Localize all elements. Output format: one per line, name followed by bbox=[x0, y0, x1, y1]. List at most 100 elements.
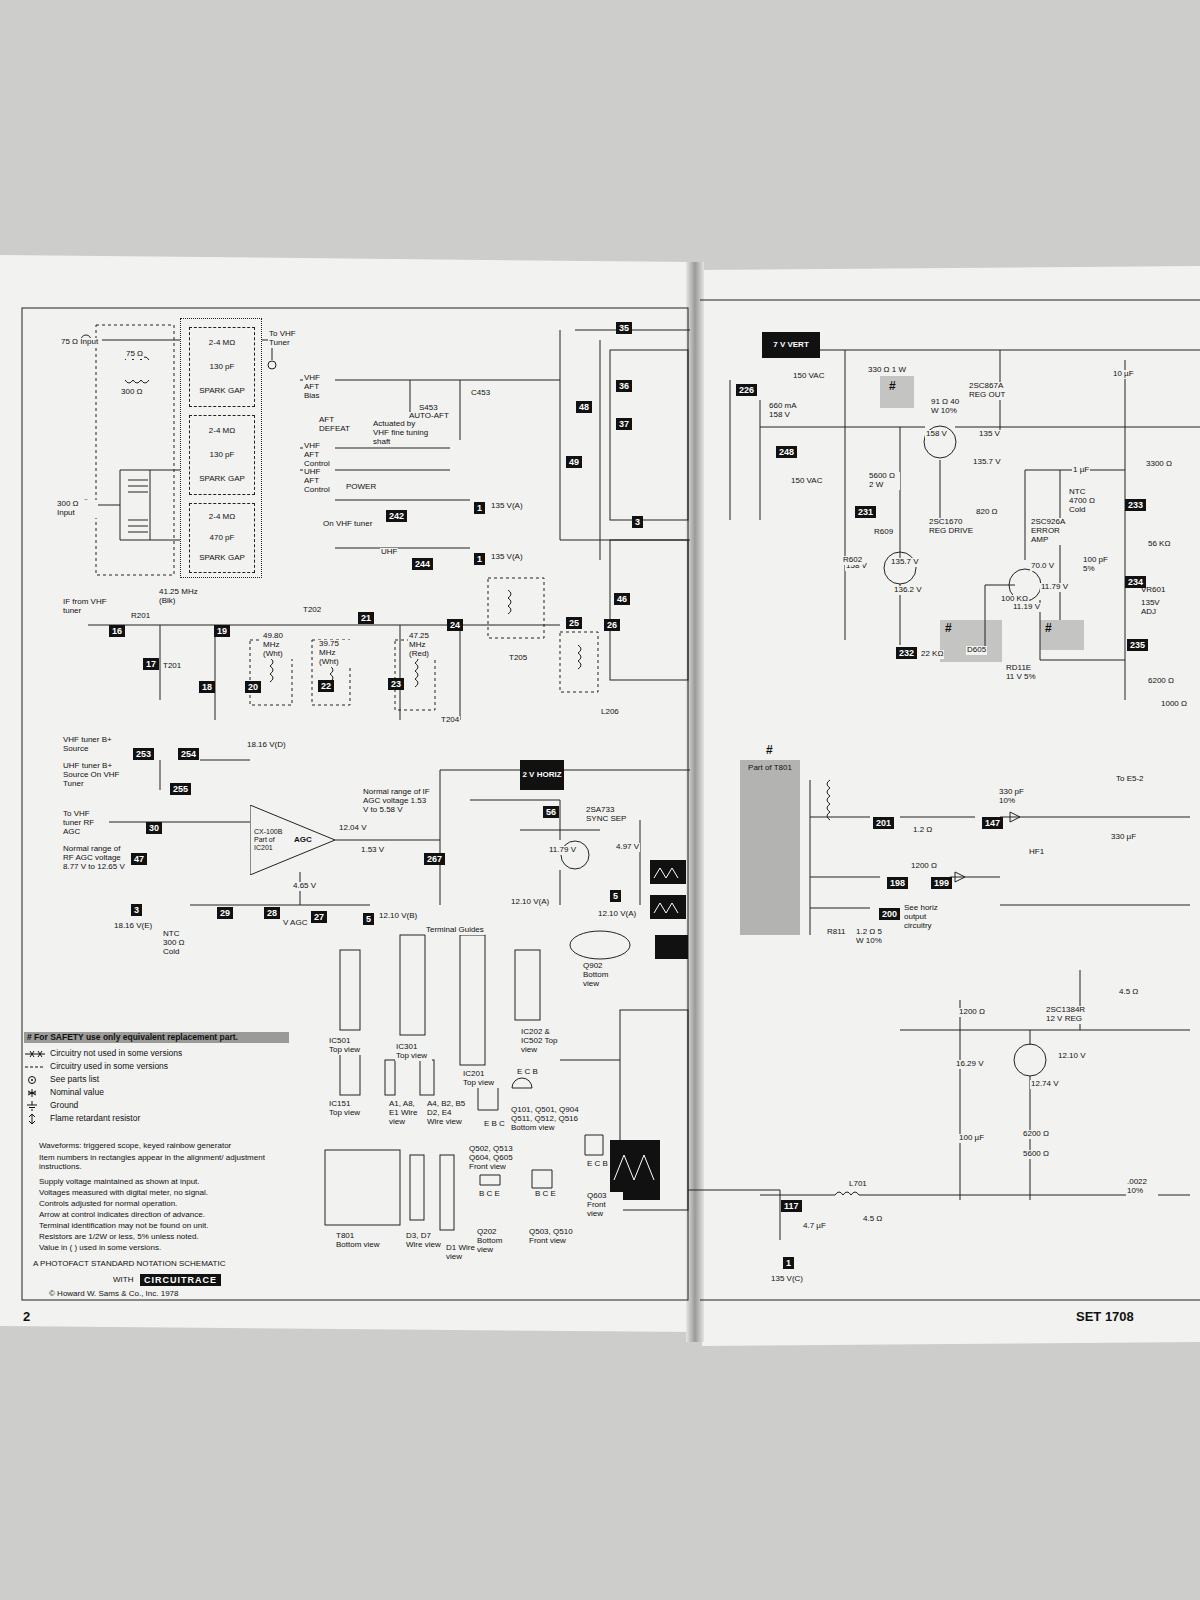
safety-mark: # bbox=[944, 622, 953, 635]
callout-number: 253 bbox=[133, 748, 154, 760]
callout-number: 25 bbox=[566, 617, 582, 629]
value-label: VHF AFT Control bbox=[303, 442, 335, 469]
callout-number: 3 bbox=[632, 516, 643, 528]
value-label: 820 Ω bbox=[975, 508, 999, 517]
callout-number: 16 bbox=[109, 625, 125, 637]
callout-number: 234 bbox=[1125, 576, 1146, 588]
legend-sample bbox=[24, 1088, 46, 1098]
value-label: 16.29 V bbox=[955, 1060, 985, 1069]
callout-number: 20 bbox=[245, 681, 261, 693]
value-label: L206 bbox=[600, 708, 620, 717]
node-text: CX-100B Part of IC201 bbox=[254, 828, 292, 851]
value-label: 4.5 Ω bbox=[1118, 988, 1139, 997]
value-label: 4.97 V bbox=[615, 843, 640, 852]
value-label: © Howard W. Sams & Co., Inc. 1978 bbox=[48, 1290, 180, 1299]
value-label: IC501 Top view bbox=[328, 1037, 365, 1055]
value-label: T202 bbox=[302, 606, 322, 615]
value-label: 135 V bbox=[978, 430, 1001, 439]
value-label: 330 Ω 1 W bbox=[867, 366, 907, 375]
value-label: 135.7 V bbox=[890, 558, 920, 567]
value-label: 135 V(A) bbox=[490, 502, 524, 511]
page-label: 2 bbox=[22, 1310, 31, 1325]
value-label: 100 pF 5% bbox=[1082, 556, 1114, 574]
value-label: On VHF tuner bbox=[322, 520, 373, 529]
value-label: R201 bbox=[130, 612, 151, 621]
value-label: D3, D7 Wire view bbox=[405, 1232, 442, 1250]
legend: # For SAFETY use only equivalent replace… bbox=[24, 1032, 289, 1125]
safety-mark: # bbox=[888, 380, 897, 393]
callout-number: 28 bbox=[264, 907, 280, 919]
legend-sample bbox=[24, 1062, 46, 1072]
callout-number: 201 bbox=[873, 817, 894, 829]
value-label: 1200 Ω bbox=[958, 1008, 986, 1017]
value-label: 158 V bbox=[925, 430, 948, 439]
value-label: IC202 & IC502 Top view bbox=[520, 1028, 572, 1055]
node-text: 130 pF bbox=[210, 451, 235, 460]
value-label: NTC 4700 Ω Cold bbox=[1068, 488, 1100, 515]
value-label: 12.10 V(A) bbox=[597, 910, 637, 919]
value-label: Actuated by VHF fine tuning shaft bbox=[372, 420, 434, 447]
callout-number: 19 bbox=[214, 625, 230, 637]
value-label: HF1 bbox=[1028, 848, 1045, 857]
legend-row: # For SAFETY use only equivalent replace… bbox=[24, 1032, 289, 1043]
node-text: AGC bbox=[294, 836, 312, 845]
value-label: V AGC bbox=[282, 919, 308, 928]
callout-number: 1 bbox=[783, 1257, 794, 1269]
callout-number: 235 bbox=[1127, 639, 1148, 651]
value-label: 12.04 V bbox=[338, 824, 368, 833]
callout-number: 231 bbox=[855, 506, 876, 518]
spark-gap-box: 2-4 MΩ130 pFSPARK GAP bbox=[189, 415, 255, 495]
transformer-band: Part of T801 bbox=[740, 760, 800, 935]
node-text: SPARK GAP bbox=[199, 554, 245, 563]
callout-number: 242 bbox=[386, 510, 407, 522]
value-label: 47.25 MHz (Red) bbox=[408, 632, 444, 659]
callout-number: 17 bbox=[143, 658, 159, 670]
value-label: Supply voltage maintained as shown at in… bbox=[38, 1178, 201, 1187]
callout-number: 226 bbox=[736, 384, 757, 396]
value-label: To VHF Tuner bbox=[268, 330, 310, 348]
value-label: T801 Bottom view bbox=[335, 1232, 382, 1250]
value-label: To VHF tuner RF AGC bbox=[62, 810, 109, 837]
value-label: IC301 Top view bbox=[395, 1043, 432, 1061]
value-label: 136.2 V bbox=[893, 586, 923, 595]
node-text: 2-4 MΩ bbox=[209, 513, 235, 522]
callout-number: 49 bbox=[566, 456, 582, 468]
callout-number: 248 bbox=[776, 446, 797, 458]
value-label: T205 bbox=[508, 654, 528, 663]
value-label: Arrow at control indicates direction of … bbox=[38, 1211, 206, 1220]
value-label: Q902 Bottom view bbox=[582, 962, 624, 989]
value-label: E C B bbox=[586, 1160, 609, 1169]
value-label: 300 Ω Input bbox=[56, 500, 98, 518]
value-label: 56 KΩ bbox=[1147, 540, 1171, 549]
spark-gap-group: 2-4 MΩ130 pFSPARK GAP2-4 MΩ130 pFSPARK G… bbox=[180, 318, 262, 578]
callout-number: 37 bbox=[616, 418, 632, 430]
waveform-box: 2 V HORIZ bbox=[520, 760, 564, 790]
value-label: 12.10 V bbox=[1057, 1052, 1087, 1061]
legend-text: Flame retardant resistor bbox=[50, 1114, 140, 1123]
value-label: 135.7 V bbox=[972, 458, 1002, 467]
value-label: 11.19 V bbox=[1012, 603, 1041, 612]
legend-sample bbox=[24, 1049, 46, 1059]
value-label: Q502, Q513 Q604, Q605 Front view bbox=[468, 1145, 525, 1172]
value-label: 39.75 MHz (Wht) bbox=[318, 640, 354, 667]
value-label: WITH bbox=[112, 1276, 134, 1285]
callout-number: 267 bbox=[424, 853, 445, 865]
value-label: B C E bbox=[534, 1190, 557, 1199]
value-label: 12.10 V(B) bbox=[378, 912, 418, 921]
value-label: D605 bbox=[966, 646, 987, 655]
value-label: 4.65 V bbox=[292, 882, 317, 891]
agc-amplifier: CX-100B Part of IC201AGC bbox=[250, 805, 335, 875]
legend-row: Ground bbox=[24, 1099, 289, 1112]
safety-mark: # bbox=[1044, 622, 1053, 635]
node-text: 130 pF bbox=[210, 363, 235, 372]
callout-number: 48 bbox=[576, 401, 592, 413]
value-label: 3300 Ω bbox=[1145, 460, 1173, 469]
value-label: 1200 Ω bbox=[910, 862, 938, 871]
legend-line bbox=[25, 1051, 45, 1057]
callout-number: 147 bbox=[982, 817, 1003, 829]
value-label: 75 Ω Input bbox=[60, 338, 102, 347]
legend-row: See parts list bbox=[24, 1073, 289, 1086]
value-label: 135 V(C) bbox=[770, 1275, 804, 1284]
value-label: Q503, Q510 Front view bbox=[528, 1228, 575, 1246]
node-text: Part of T801 bbox=[748, 764, 792, 773]
